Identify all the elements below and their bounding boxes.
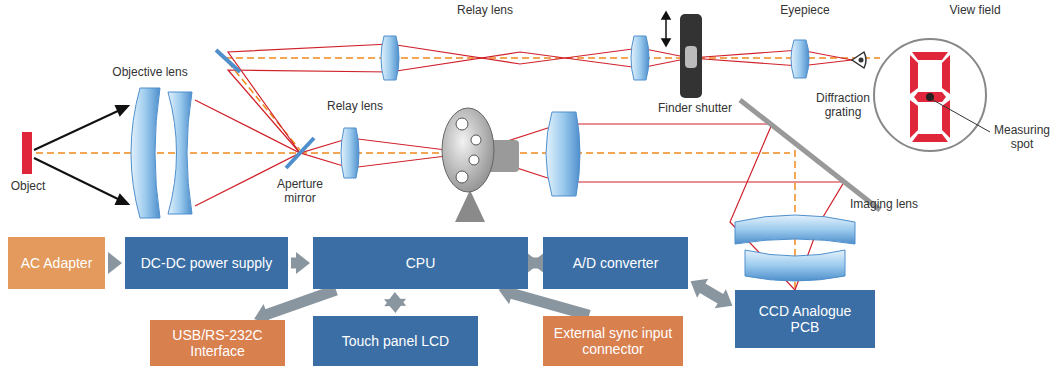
part-label: Relay lens (440, 4, 530, 18)
process-box: Touch panel LCD (313, 316, 478, 366)
block-arrow (384, 292, 406, 313)
box-label: CCD Analogue PCB (743, 303, 867, 335)
box-label: AC Adapter (21, 255, 93, 271)
part-label: View field (930, 4, 1020, 18)
part-label: Objective lens (95, 66, 205, 80)
process-box: USB/RS-232C Interface (150, 320, 285, 366)
arrow-shaft (702, 288, 721, 299)
process-box: CCD Analogue PCB (735, 290, 875, 348)
block-arrow (108, 252, 122, 274)
arrow-head (384, 292, 406, 306)
block-arrow (691, 279, 733, 308)
arrow-shaft (511, 293, 589, 315)
process-box: DC-DC power supply (125, 237, 288, 289)
part-label: Relay lens (310, 100, 400, 114)
box-label: External sync input connector (551, 325, 675, 357)
arrow-shaft (266, 290, 336, 315)
part-label: Measuring spot (990, 124, 1054, 152)
process-box: AC Adapter (8, 237, 105, 289)
part-label: Object (4, 180, 52, 194)
part-label: Diffraction grating (798, 92, 888, 120)
arrow-head (108, 252, 122, 274)
block-arrow (291, 252, 310, 274)
part-label: Imaging lens (848, 198, 920, 212)
process-box: A/D converter (543, 237, 688, 289)
arrow-head (296, 252, 310, 274)
process-box: CPU (313, 237, 528, 289)
box-label: CPU (406, 255, 436, 271)
box-label: DC-DC power supply (141, 255, 272, 271)
arrow-head (691, 279, 709, 298)
box-label: Touch panel LCD (342, 333, 449, 349)
part-label: Aperture mirror (262, 178, 338, 206)
box-label: A/D converter (573, 255, 659, 271)
arrow-head (715, 289, 733, 308)
part-label: Finder shutter (640, 102, 750, 116)
box-label: USB/RS-232C Interface (158, 327, 277, 359)
part-label: Eyepiece (765, 4, 845, 18)
process-box: External sync input connector (543, 316, 683, 366)
